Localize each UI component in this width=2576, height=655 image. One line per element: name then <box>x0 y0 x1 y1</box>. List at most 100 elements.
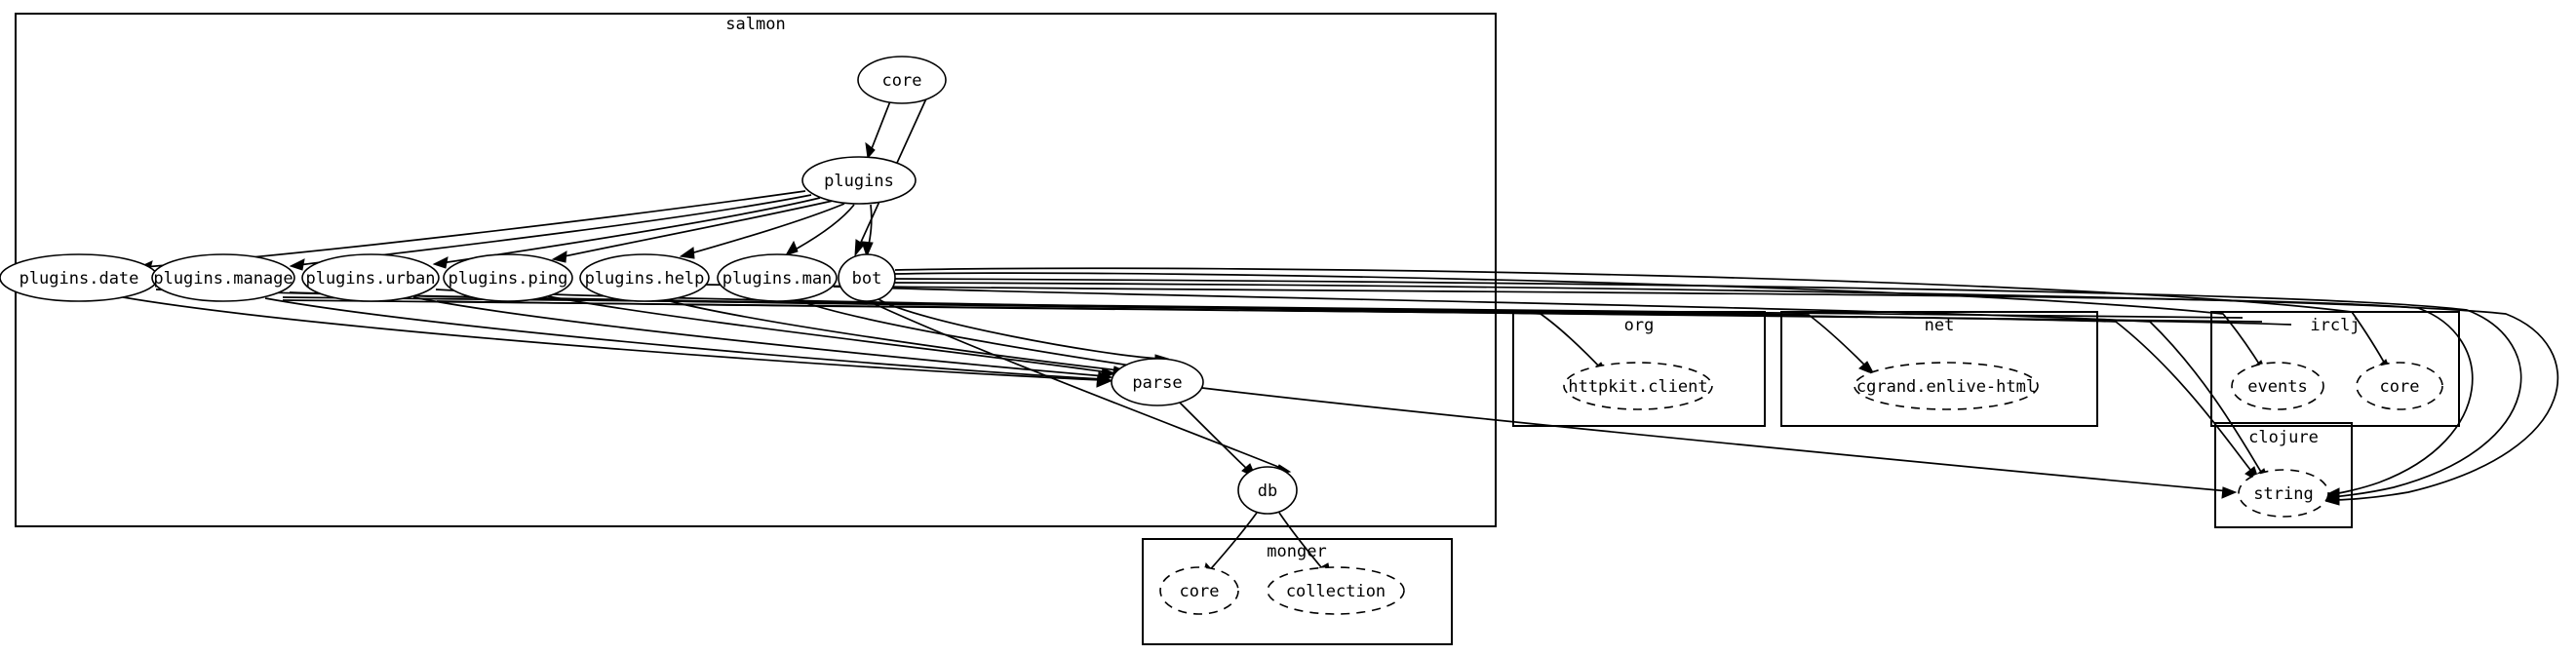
node-plugins-man[interactable]: plugins.man <box>717 253 838 302</box>
node-bot[interactable]: bot <box>838 253 896 302</box>
node-core[interactable]: core <box>857 56 947 104</box>
node-httpkit-client-label: httpkit.client <box>1568 377 1707 397</box>
edge-man-string <box>833 286 2265 478</box>
node-bot-label: bot <box>852 269 882 289</box>
node-httpkit-client[interactable]: httpkit.client <box>1563 362 1713 410</box>
cluster-irclj-box <box>2210 311 2460 427</box>
node-plugins-label: plugins <box>824 172 894 191</box>
arrow-core-plugins <box>865 141 876 160</box>
node-parse-label: parse <box>1132 373 1182 393</box>
node-db[interactable]: db <box>1237 466 1298 515</box>
node-db-label: db <box>1258 482 1277 501</box>
edge-bot-string <box>894 278 2522 498</box>
cluster-clojure: clojure <box>2214 422 2353 528</box>
node-plugins-date[interactable]: plugins.date <box>0 253 159 302</box>
cluster-monger-label: monger <box>1267 542 1326 561</box>
arrow-core-bot <box>854 239 865 257</box>
edge-core-plugins <box>870 100 891 152</box>
edge-bot-db <box>870 301 1284 470</box>
node-plugins-manage-shape[interactable] <box>151 253 295 302</box>
cluster-monger-box <box>1142 538 1453 645</box>
edge-bundle-string-extra <box>894 282 2559 501</box>
cluster-net-label: net <box>1925 316 1955 335</box>
node-plugins-help[interactable]: plugins.help <box>579 253 710 302</box>
edge-ping-parse <box>547 295 1109 373</box>
node-core-shape[interactable] <box>857 56 947 104</box>
node-irclj-events[interactable]: events <box>2231 362 2324 410</box>
arrow-plugins-help <box>679 247 695 259</box>
cluster-clojure-label: clojure <box>2248 428 2319 447</box>
arrow-plugins-bot <box>861 241 874 258</box>
node-monger-core-shape[interactable] <box>1159 566 1239 615</box>
cluster-irclj: irclj <box>2210 311 2460 427</box>
node-monger-collection-label: collection <box>1286 582 1386 601</box>
edge-plugins-help <box>686 203 845 255</box>
edge-parse-string <box>1201 387 2230 492</box>
node-db-shape[interactable] <box>1237 466 1298 515</box>
node-plugins-man-label: plugins.man <box>722 269 833 289</box>
edge-plugins-ping <box>559 200 834 258</box>
node-plugins-ping[interactable]: plugins.ping <box>443 253 573 302</box>
cluster-clojure-box <box>2214 422 2353 528</box>
edge-bundle-band-a <box>282 296 2244 319</box>
node-bot-shape[interactable] <box>838 253 896 302</box>
node-plugins-help-label: plugins.help <box>585 269 705 289</box>
node-cgrand-enlive-html[interactable]: cgrand.enlive-html <box>1854 362 2039 410</box>
node-clojure-string-label: string <box>2253 484 2313 504</box>
node-parse-shape[interactable] <box>1111 358 1204 406</box>
cluster-salmon-label: salmon <box>725 15 785 34</box>
arrow-plugins-urban <box>432 256 449 269</box>
edge-bundle-band-c <box>436 300 2292 326</box>
node-plugins-ping-shape[interactable] <box>443 253 573 302</box>
node-plugins[interactable]: plugins <box>801 156 917 205</box>
node-irclj-core[interactable]: core <box>2356 362 2443 410</box>
edge-db-monger-core <box>1206 512 1258 574</box>
node-plugins-urban-shape[interactable] <box>301 253 440 302</box>
node-monger-core[interactable]: core <box>1159 566 1239 615</box>
edge-help-parse <box>665 299 1120 371</box>
cluster-irclj-label: irclj <box>2310 316 2360 335</box>
node-clojure-string[interactable]: string <box>2238 469 2329 518</box>
node-httpkit-client-shape[interactable] <box>1563 362 1713 410</box>
arrow-manage-enlive <box>1858 361 1876 375</box>
edge-date-parse <box>122 296 1105 381</box>
node-irclj-core-label: core <box>2380 377 2420 397</box>
node-monger-collection[interactable]: collection <box>1267 566 1405 615</box>
node-irclj-core-shape[interactable] <box>2356 362 2443 410</box>
node-plugins-shape[interactable] <box>801 156 917 205</box>
node-plugins-date-label: plugins.date <box>20 269 139 289</box>
cluster-net-box <box>1780 311 2098 427</box>
edge-urban-parse <box>412 296 1106 377</box>
edge-plugins-man <box>791 204 855 252</box>
node-plugins-manage-label: plugins.manage <box>153 269 293 289</box>
node-irclj-events-label: events <box>2247 377 2307 397</box>
node-clojure-string-shape[interactable] <box>2238 469 2329 518</box>
node-plugins-urban-label: plugins.urban <box>305 269 435 289</box>
edge-man-parse <box>795 298 1138 367</box>
node-monger-collection-shape[interactable] <box>1267 566 1405 615</box>
node-parse[interactable]: parse <box>1111 358 1204 406</box>
edge-bot-parse <box>878 298 1162 360</box>
edges-layer <box>122 96 2559 581</box>
arrow-plugins-manage <box>289 258 305 271</box>
cluster-net: net <box>1780 311 2098 427</box>
cluster-org-label: org <box>1624 316 1655 335</box>
node-plugins-urban[interactable]: plugins.urban <box>301 253 440 302</box>
node-core-label: core <box>882 71 922 91</box>
node-plugins-man-shape[interactable] <box>717 253 838 302</box>
node-plugins-help-shape[interactable] <box>579 253 710 302</box>
arrow-plugins-man <box>784 240 799 256</box>
arrow-bundle-string-extra <box>2323 493 2340 506</box>
node-cgrand-enlive-html-label: cgrand.enlive-html <box>1856 377 2036 397</box>
arrow-plugins-ping <box>551 250 567 263</box>
node-plugins-manage[interactable]: plugins.manage <box>151 253 295 302</box>
arrow-ping-parse <box>1100 367 1116 380</box>
node-irclj-events-shape[interactable] <box>2231 362 2324 410</box>
edge-bot-irclj-events <box>894 272 2263 369</box>
node-plugins-ping-label: plugins.ping <box>449 269 568 289</box>
edge-parse-db <box>1179 402 1251 473</box>
edge-bot-irclj-core <box>894 267 2388 368</box>
node-cgrand-enlive-html-shape[interactable] <box>1854 362 2039 410</box>
